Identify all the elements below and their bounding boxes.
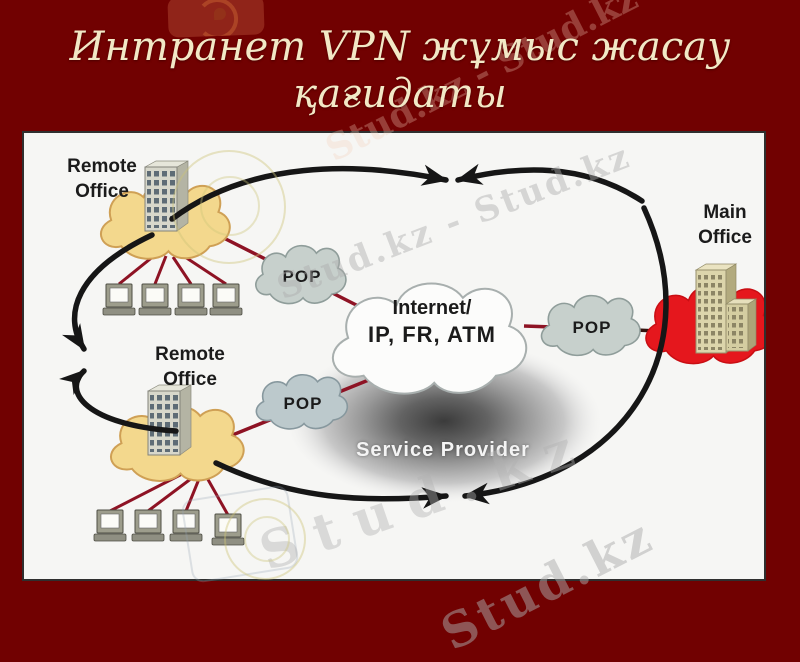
tunnel-arc-top-right [455, 163, 645, 204]
tunnel-arc-top-left [169, 164, 449, 222]
pop-right-label: POP [572, 318, 612, 337]
remote1-computers [102, 283, 243, 316]
slide-title: Интранет VPN жұмыс жасау қағидаты [0, 24, 800, 118]
internet-cloud-line2: IP, FR, ATM [368, 322, 496, 347]
remote-office-bottom-building-icon [147, 384, 192, 456]
desktop-computer-icon [174, 283, 208, 316]
desktop-computer-icon [131, 509, 165, 542]
vpn-diagram-panel: Remote Office Remote Office Main Office … [22, 131, 766, 581]
internet-cloud-line1: Internet/ [392, 297, 472, 319]
remote-office-top-label: Remote Office [67, 156, 137, 202]
desktop-computer-icon [211, 513, 245, 546]
main-office-building-icon [694, 263, 758, 354]
vpn-tunnel-arrows [59, 163, 669, 509]
tunnel-arc-left-up [59, 368, 179, 434]
remote-office-bottom-label: Remote Office [155, 344, 225, 390]
slide-title-line1: Интранет VPN жұмыс жасау [69, 24, 731, 70]
pop-bottom-label: POP [283, 394, 323, 413]
tunnel-arc-bottom-left [213, 460, 449, 509]
desktop-computer-icon [138, 283, 172, 316]
desktop-computer-icon [93, 509, 127, 542]
remote2-computers [93, 509, 245, 546]
main-office-label: Main Office [698, 202, 752, 248]
desktop-computer-icon [102, 283, 136, 316]
tunnel-arc-bottom-right [462, 205, 669, 505]
pop-top-label: POP [282, 267, 322, 286]
service-provider-label: Service Provider [356, 439, 530, 461]
internet-cloud-label: Internet/ IP, FR, ATM [330, 295, 534, 350]
vpn-diagram-canvas [59, 160, 764, 546]
desktop-computer-icon [169, 509, 203, 542]
slide-title-line2: қағидаты [293, 71, 507, 118]
desktop-computer-icon [209, 283, 243, 316]
tunnel-arc-left-down [61, 232, 155, 352]
